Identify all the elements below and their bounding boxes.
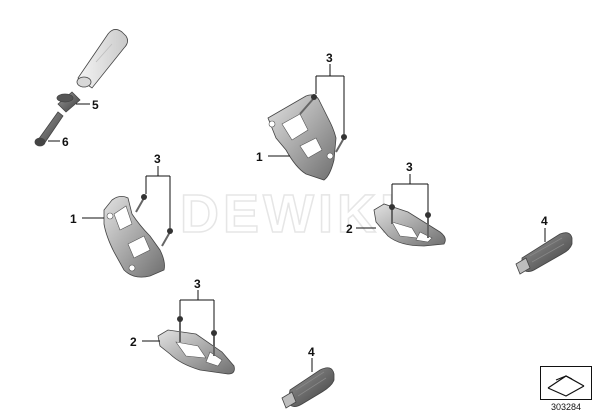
reference-symbol-icon xyxy=(547,375,585,397)
part-5-bar-end-weight xyxy=(56,91,81,113)
callout-6: 6 xyxy=(62,135,69,149)
watermark-text: DEWIKI xyxy=(180,184,399,244)
part-3-screws-left xyxy=(135,194,173,247)
part-1-bracket-left xyxy=(103,196,165,278)
part-handlebar-grip xyxy=(76,29,128,89)
callout-1-left: 1 xyxy=(70,212,77,226)
reference-number: 303284 xyxy=(550,402,582,412)
callout-5: 5 xyxy=(92,98,99,112)
callout-3-left: 3 xyxy=(154,152,161,166)
part-1-bracket-upper xyxy=(267,94,337,181)
part-3-screws-upper xyxy=(299,94,347,153)
callout-3-bottom: 3 xyxy=(194,277,201,291)
callout-4-right: 4 xyxy=(541,214,548,228)
part-2-plate-bottom xyxy=(157,329,235,375)
callout-2-right: 2 xyxy=(346,222,353,236)
part-4-footpeg-right xyxy=(515,232,573,275)
callout-3-upper: 3 xyxy=(326,51,333,65)
part-6-screw xyxy=(34,111,64,147)
part-3-screws-right xyxy=(389,204,431,238)
part-3-screws-bottom xyxy=(177,316,217,356)
part-4-footpeg-bottom xyxy=(281,367,335,409)
callout-2-bottom: 2 xyxy=(130,335,137,349)
callout-1-upper: 1 xyxy=(256,150,263,164)
callout-3-right: 3 xyxy=(406,160,413,174)
callout-4-bottom: 4 xyxy=(308,345,315,359)
reference-box xyxy=(540,366,592,400)
